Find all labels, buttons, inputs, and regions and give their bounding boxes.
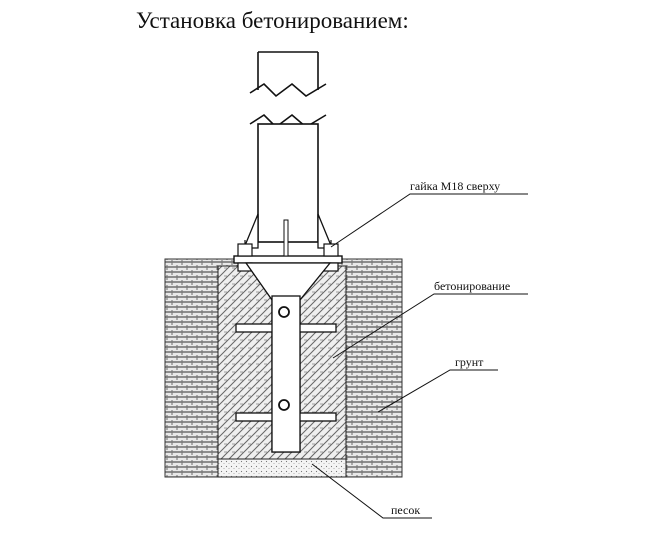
leader-concrete — [332, 293, 528, 359]
label-nut: гайка М18 сверху — [410, 179, 500, 193]
anchor-hole-lower — [278, 399, 290, 411]
leader-sand — [311, 463, 432, 519]
base-plate — [233, 255, 343, 264]
anchor-hole-upper — [278, 306, 290, 318]
nut-icon — [237, 240, 339, 272]
label-sand: песок — [391, 503, 420, 517]
post-upper — [249, 51, 327, 243]
anchor-embedded — [235, 262, 337, 453]
anchor-rod — [283, 219, 289, 257]
label-soil: грунт — [455, 355, 484, 369]
leader-soil — [377, 369, 498, 413]
sand-layer — [217, 458, 347, 478]
label-concrete: бетонирование — [434, 279, 510, 293]
leader-nut — [330, 193, 528, 248]
page-title: Установка бетонированием: — [136, 8, 409, 33]
